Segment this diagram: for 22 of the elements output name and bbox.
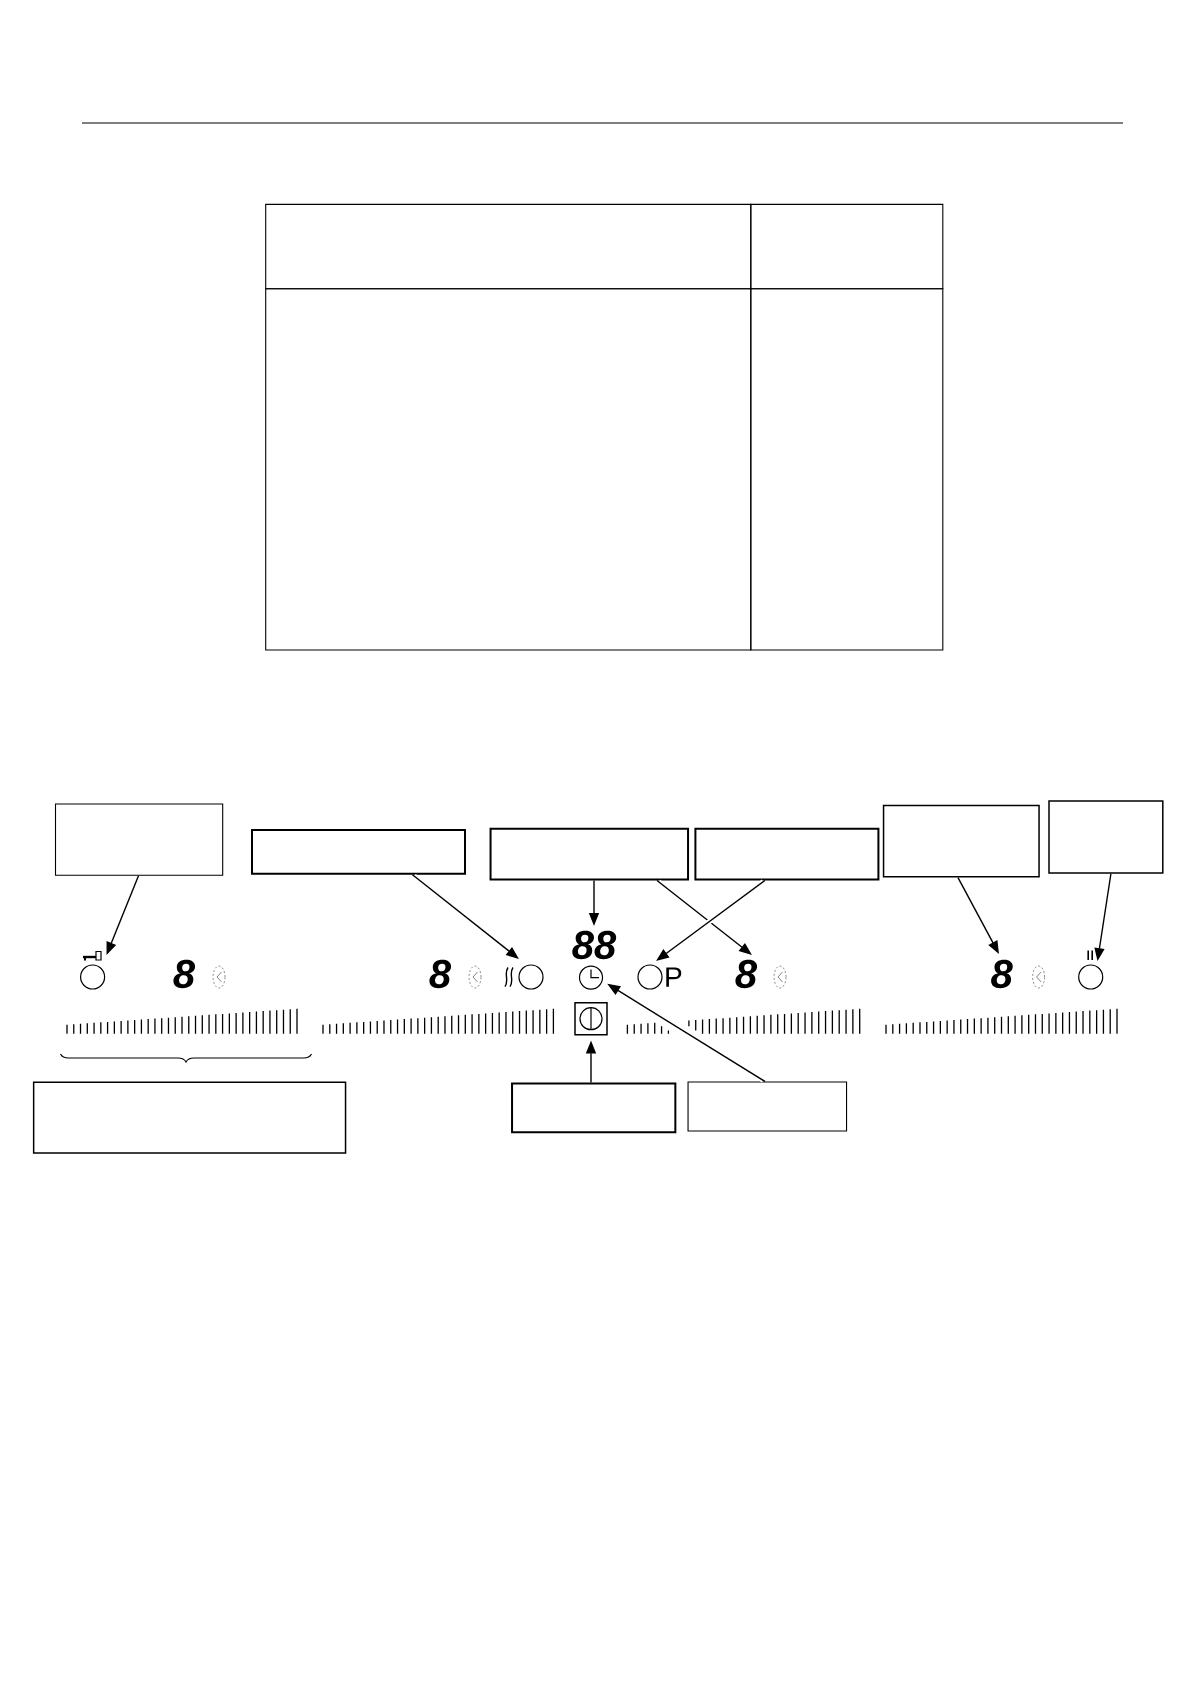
- power-key: [574, 1001, 608, 1036]
- callout-box: [882, 804, 1040, 878]
- digit-display: 8: [735, 959, 758, 989]
- digit-display: 8: [429, 959, 452, 989]
- callout-box: [694, 827, 880, 881]
- touch-button: [637, 964, 663, 990]
- callout-box: [54, 803, 224, 876]
- clock-button: [578, 965, 604, 990]
- arrow: [411, 874, 519, 959]
- digit-display: 8: [991, 959, 1013, 989]
- callout-box: [251, 829, 466, 875]
- button-label: P: [666, 967, 682, 987]
- callout-box: [511, 1082, 677, 1134]
- callout-box: [32, 1081, 347, 1154]
- arrow: [656, 879, 752, 955]
- timer-display: 88: [572, 930, 617, 960]
- arrow: [656, 879, 766, 961]
- callout-box: [687, 1081, 848, 1132]
- digit-display: 8: [173, 959, 196, 989]
- callout-box: [1048, 800, 1164, 874]
- touch-button: [1078, 964, 1104, 990]
- callout-box: [489, 827, 690, 881]
